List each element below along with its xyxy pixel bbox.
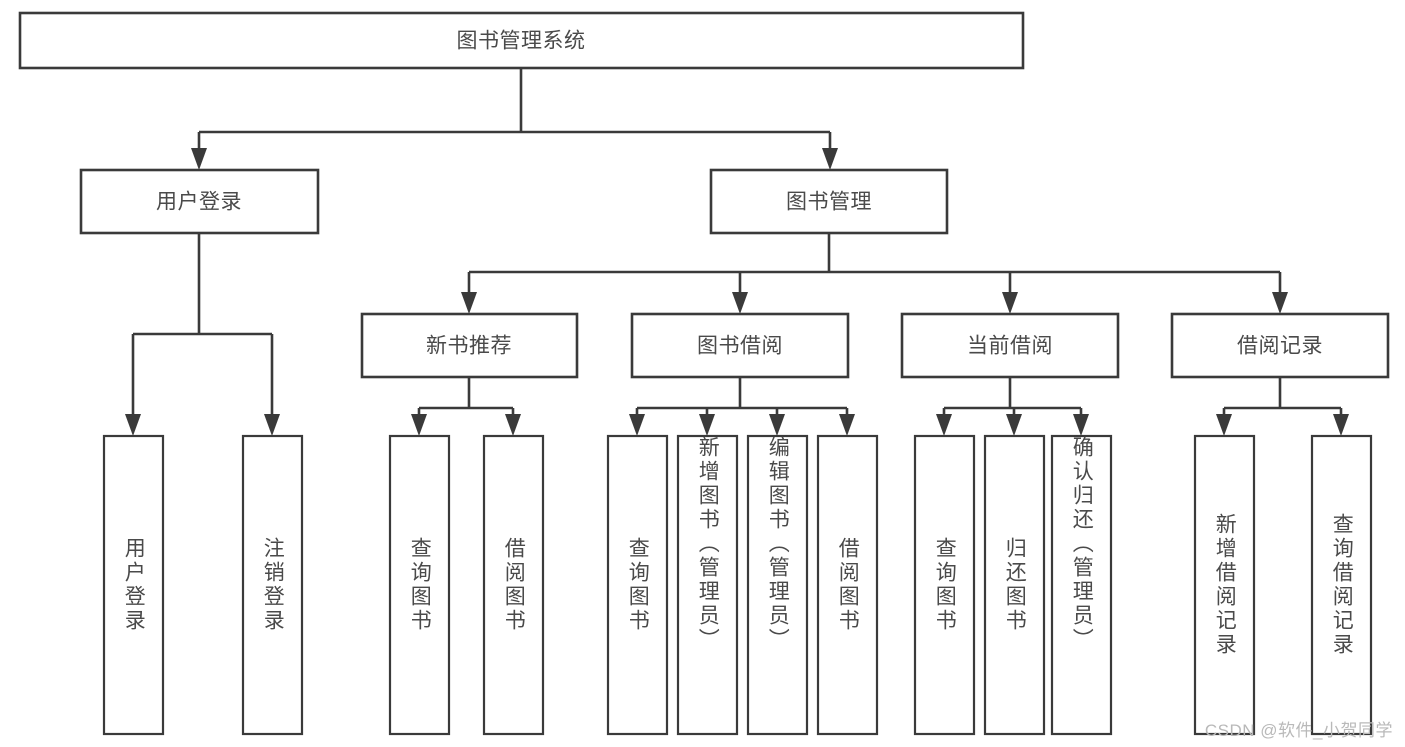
leaf-box-query-book-rec[interactable]: [388, 434, 451, 736]
leaf-box-query-book-b[interactable]: [606, 434, 669, 736]
arrow-head-icon: [936, 414, 952, 436]
connector-book-manage-to-level3: [461, 233, 1288, 314]
arrow-head-icon: [1333, 414, 1349, 436]
node-new-book-rec[interactable]: 新书推荐: [360, 312, 579, 379]
leaf-box-borrow-book-b[interactable]: [816, 434, 879, 736]
arrow-head-icon: [822, 148, 838, 170]
arrow-head-icon: [411, 414, 427, 436]
connector-root-to-level2: [191, 68, 838, 170]
new-book-rec-label: 新书推荐: [426, 335, 512, 358]
arrow-head-icon: [191, 148, 207, 170]
leaf-box-confirm-return[interactable]: [1050, 434, 1113, 736]
node-book-manage[interactable]: 图书管理: [709, 168, 949, 235]
user-login-label: 用户登录: [156, 191, 242, 214]
arrow-head-icon: [839, 414, 855, 436]
connector-book-borrow-to-leaves: [629, 377, 855, 436]
arrow-head-icon: [1002, 292, 1018, 314]
book-manage-label: 图书管理: [786, 191, 872, 214]
arrow-head-icon: [461, 292, 477, 314]
arrow-head-icon: [125, 414, 141, 436]
arrow-head-icon: [699, 414, 715, 436]
node-borrow-record[interactable]: 借阅记录: [1170, 312, 1390, 379]
root-box[interactable]: [18, 11, 1025, 70]
root-label: 图书管理系统: [457, 30, 586, 53]
arrow-head-icon: [264, 414, 280, 436]
leaf-box-query-record[interactable]: [1310, 434, 1373, 736]
arrow-head-icon: [1272, 292, 1288, 314]
connector-current-borrow-to-leaves: [936, 377, 1089, 436]
arrow-head-icon: [1216, 414, 1232, 436]
leaf-box-borrow-book-rec[interactable]: [482, 434, 545, 736]
arrow-head-icon: [1006, 414, 1022, 436]
arrow-head-icon: [732, 292, 748, 314]
leaf-box-add-book[interactable]: [676, 434, 739, 736]
leaf-box-add-record[interactable]: [1193, 434, 1256, 736]
leaf-box-user-logout[interactable]: [241, 434, 304, 736]
node-root[interactable]: 图书管理系统: [18, 11, 1025, 70]
connector-new-book-rec-to-leaves: [411, 377, 521, 436]
leaf-box-user-login[interactable]: [102, 434, 165, 736]
node-user-login[interactable]: 用户登录: [79, 168, 320, 235]
arrow-head-icon: [769, 414, 785, 436]
current-borrow-box[interactable]: [900, 312, 1120, 379]
leaf-box-edit-book[interactable]: [746, 434, 809, 736]
current-borrow-label: 当前借阅: [967, 335, 1053, 358]
connector-user-login-to-leaves: [125, 233, 280, 436]
node-current-borrow[interactable]: 当前借阅: [900, 312, 1120, 379]
arrow-head-icon: [505, 414, 521, 436]
leaf-boxes-group: [102, 434, 1373, 736]
leaf-box-return-book[interactable]: [983, 434, 1046, 736]
leaf-box-query-book-c[interactable]: [913, 434, 976, 736]
borrow-record-label: 借阅记录: [1237, 335, 1323, 358]
arrow-head-icon: [1073, 414, 1089, 436]
new-book-rec-box[interactable]: [360, 312, 579, 379]
user-login-box[interactable]: [79, 168, 320, 235]
arrow-head-icon: [629, 414, 645, 436]
node-book-borrow[interactable]: 图书借阅: [630, 312, 850, 379]
book-borrow-label: 图书借阅: [697, 335, 783, 358]
connector-borrow-record-to-leaves: [1216, 377, 1349, 436]
